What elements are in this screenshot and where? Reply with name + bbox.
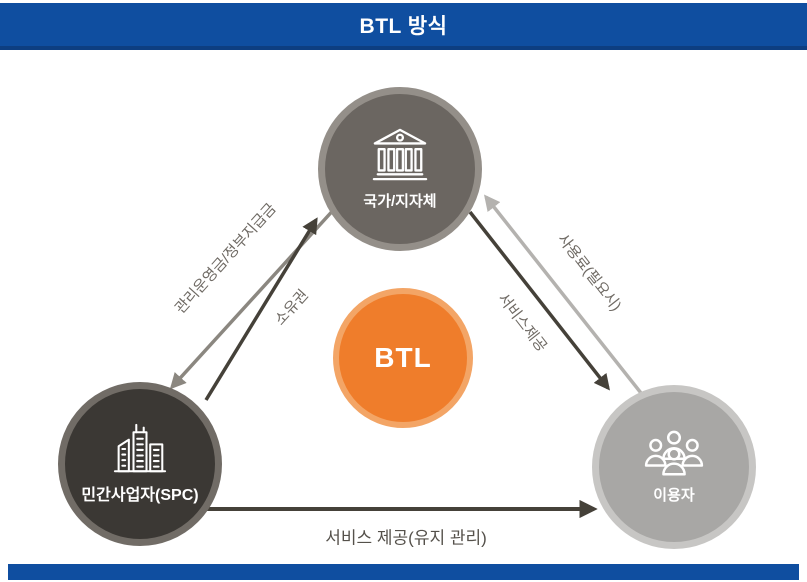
- people-icon: [644, 430, 704, 476]
- page-title: BTL 방식: [359, 14, 448, 38]
- header-bar: BTL 방식: [0, 3, 807, 50]
- btl-center-label: BTL: [374, 342, 432, 373]
- edge-label-ownership: 소유권: [271, 286, 312, 329]
- bank-icon: [372, 128, 428, 181]
- node-government-label: 국가/지자체: [363, 193, 437, 210]
- node-user-label: 이용자: [653, 487, 695, 504]
- node-user: 이용자: [592, 385, 756, 549]
- arrow-service-provide: [468, 210, 610, 391]
- node-spc-label: 민간사업자(SPC): [81, 487, 199, 504]
- edge-label-usage-fee: 사용료(필요시): [553, 230, 625, 315]
- edge-label-service-provide: 서비스제공: [494, 290, 551, 356]
- edge-label-service-maintain: 서비스 제공(유지 관리): [325, 528, 487, 548]
- node-spc: 민간사업자(SPC): [58, 382, 222, 546]
- buildings-icon: [113, 423, 167, 473]
- footer-accent-bar: [8, 564, 799, 580]
- edge-label-mgmt-fee: 관리운영금/정부지급금: [171, 200, 280, 318]
- node-btl-center: BTL: [333, 288, 473, 428]
- node-government: 국가/지자체: [318, 87, 482, 251]
